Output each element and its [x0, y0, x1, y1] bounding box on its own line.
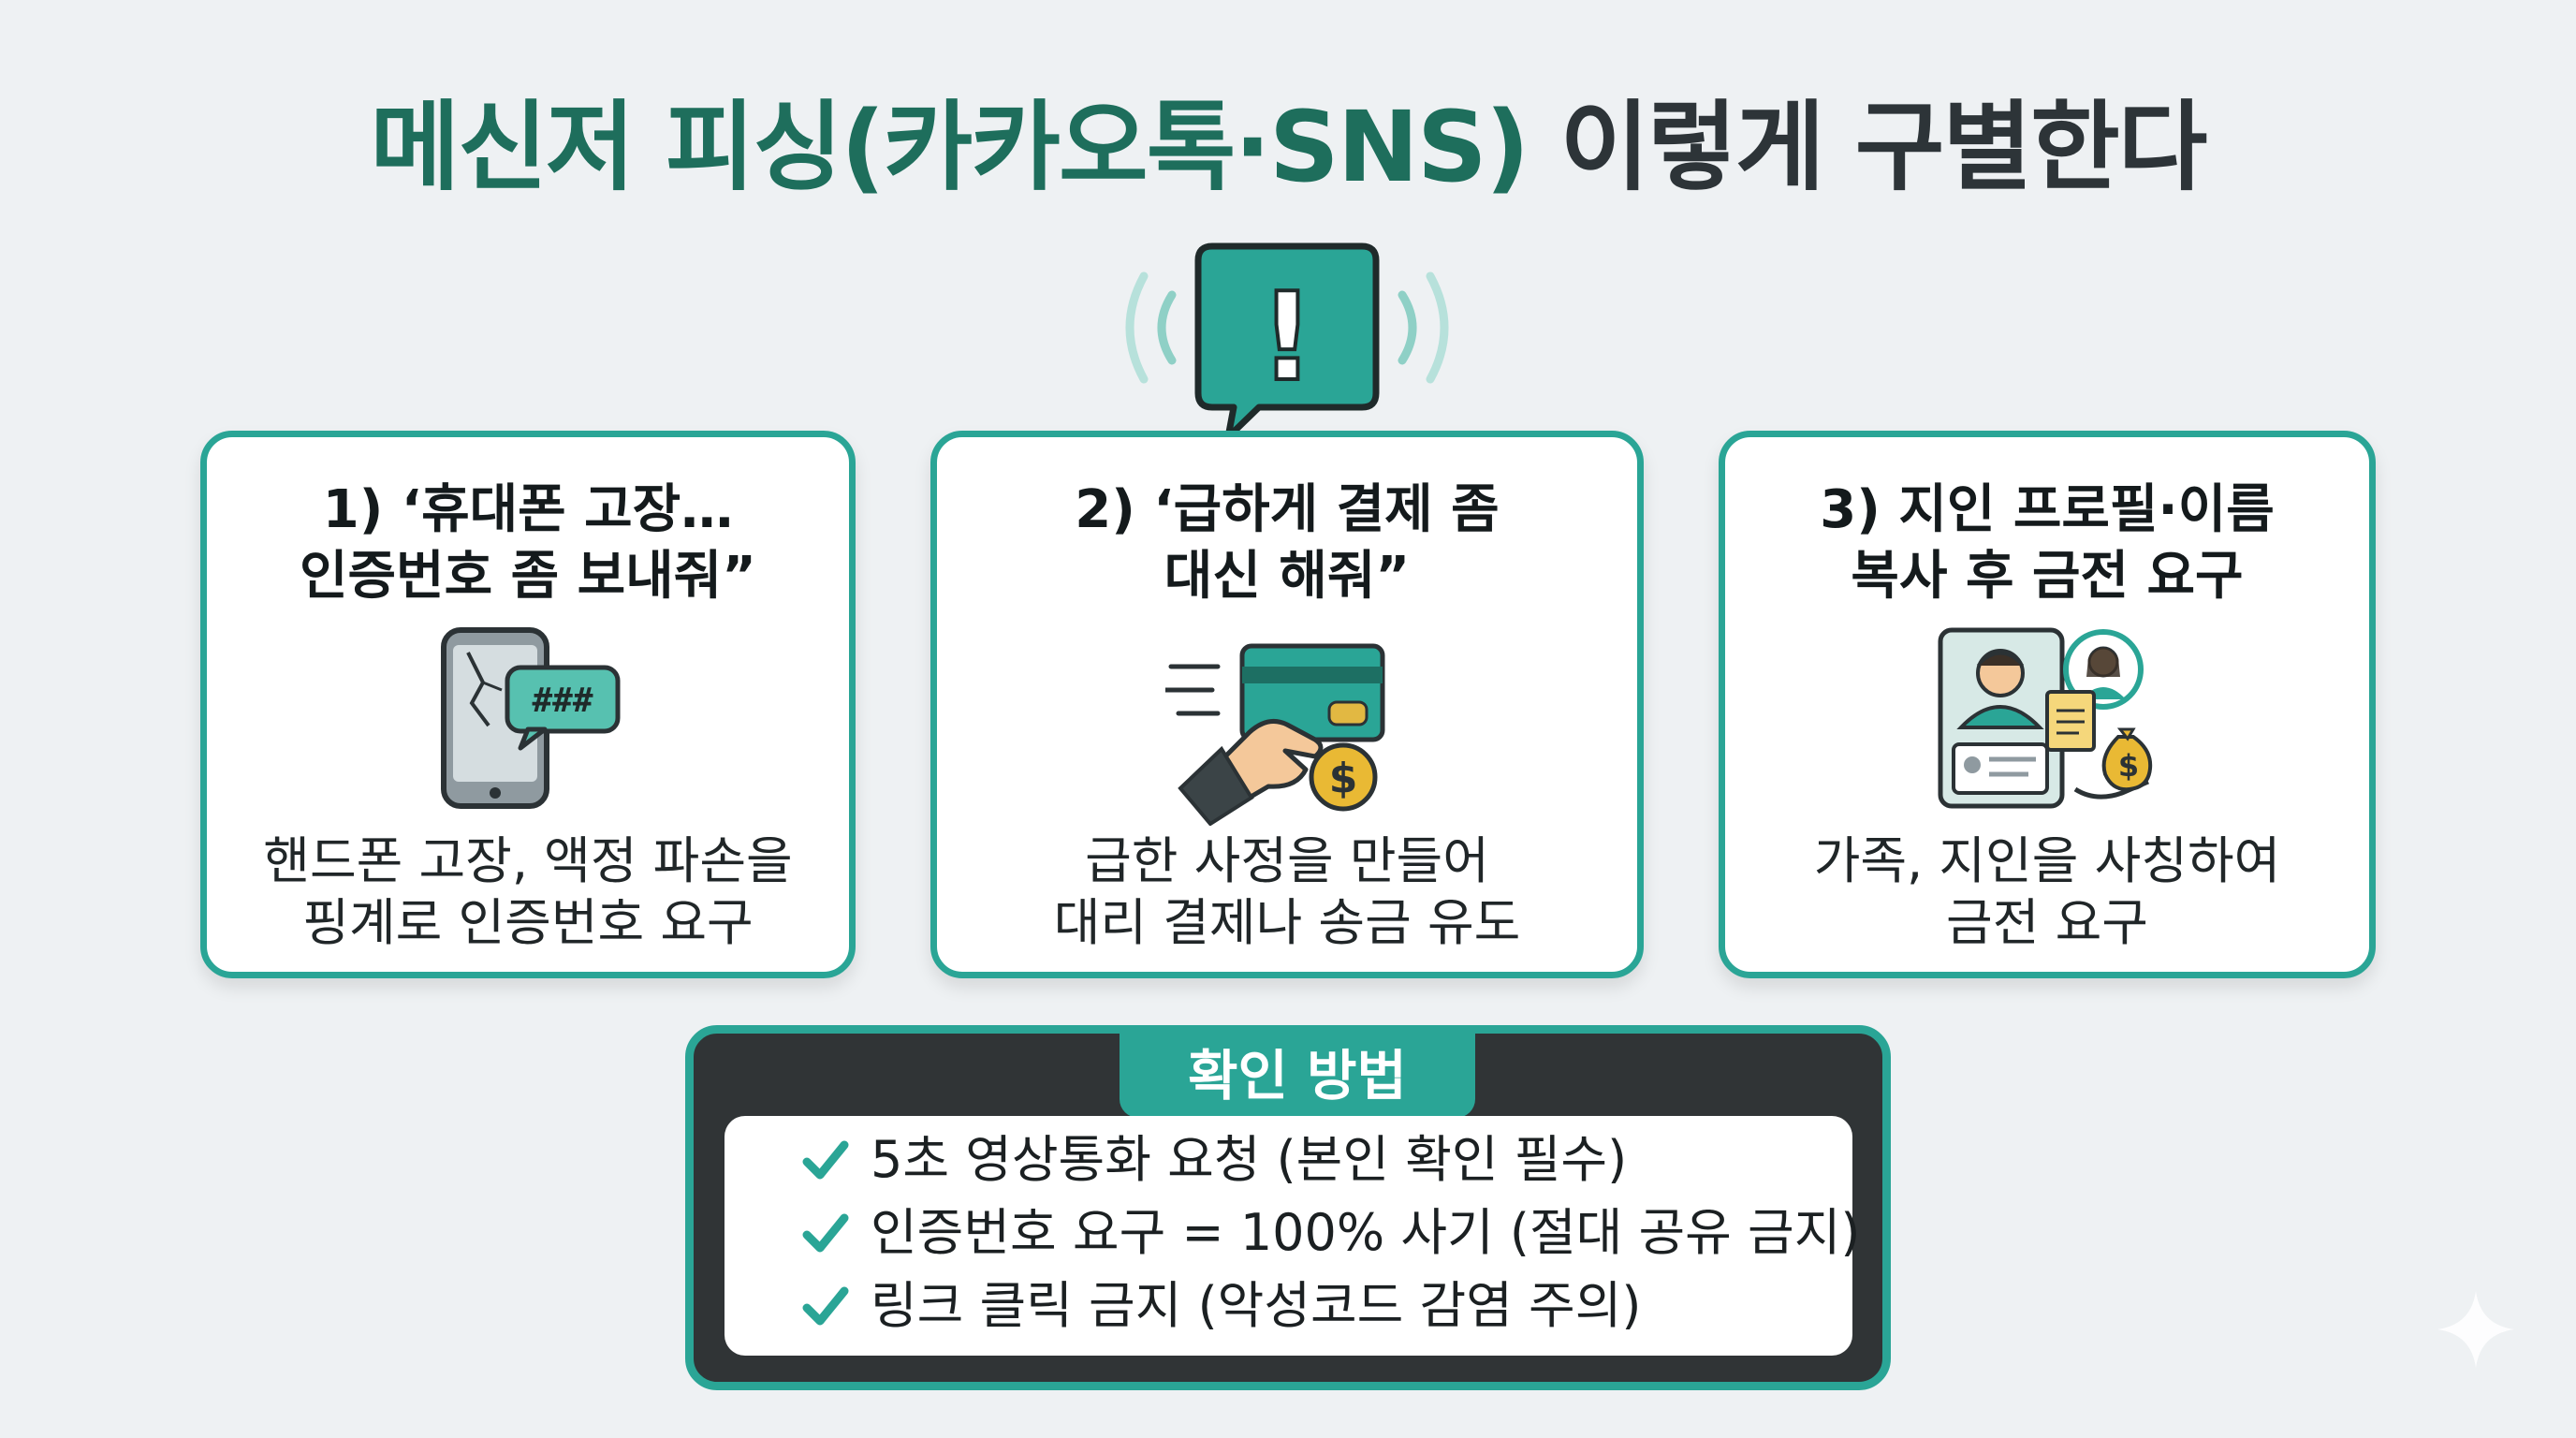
profile-copy-money-icon: $ [1938, 627, 2153, 809]
page-title: 메신저 피싱(카카오톡·SNS) 이렇게 구별한다 [0, 89, 2576, 206]
card-impersonation: 3) 지인 프로필·이름 복사 후 금전 요구 $ 가족, 지인을 사칭하여 금… [1719, 431, 2376, 978]
card-heading: 1) ‘휴대폰 고장… 인증번호 좀 보내줘” [300, 479, 756, 608]
alert-speech-bubble-icon: ! [1125, 242, 1449, 441]
card-heading: 3) 지인 프로필·이름 복사 후 금전 요구 [1820, 479, 2275, 608]
verification-list: 5초 영상통화 요청 (본인 확인 필수) 인증번호 요구 = 100% 사기 … [799, 1123, 1860, 1343]
bubble-hash-text: ### [532, 682, 593, 720]
card-phone-broken: 1) ‘휴대폰 고장… 인증번호 좀 보내줘” ### 핸드폰 고장, 액정 파… [200, 431, 856, 978]
hand-credit-card-icon: $ [1165, 643, 1385, 826]
broken-phone-icon: ### [441, 627, 621, 809]
card-urgent-payment: 2) ‘급하게 결제 좀 대신 해줘” $ 급한 사정을 만들어 대리 결제나 … [930, 431, 1644, 978]
title-accent: 메신저 피싱(카카오톡·SNS) [370, 90, 1530, 204]
verification-panel: 확인 방법 5초 영상통화 요청 (본인 확인 필수) 인증번호 요구 = 10… [685, 1025, 1891, 1390]
list-item-text: 링크 클릭 금지 (악성코드 감염 주의) [871, 1276, 1642, 1335]
verification-list-box: 5초 영상통화 요청 (본인 확인 필수) 인증번호 요구 = 100% 사기 … [724, 1116, 1860, 1356]
card-description: 핸드폰 고장, 액정 파손을 핑계로 인증번호 요구 [263, 831, 793, 952]
moneybag-dollar-symbol: $ [2118, 748, 2139, 784]
list-item: 5초 영상통화 요청 (본인 확인 필수) [799, 1123, 1860, 1196]
title-rest: 이렇게 구별한다 [1528, 90, 2207, 204]
card-description: 급한 사정을 만들어 대리 결제나 송금 유도 [1053, 831, 1521, 952]
verification-title: 확인 방법 [1120, 1034, 1475, 1118]
list-item: 링크 클릭 금지 (악성코드 감염 주의) [799, 1269, 1860, 1343]
list-item-text: 5초 영상통화 요청 (본인 확인 필수) [871, 1130, 1628, 1189]
card-description: 가족, 지인을 사칭하여 금전 요구 [1813, 831, 2281, 952]
checkmark-icon [802, 1286, 849, 1326]
checkmark-icon [802, 1213, 849, 1253]
sparkle-icon [2437, 1291, 2514, 1368]
list-item: 인증번호 요구 = 100% 사기 (절대 공유 금지) [799, 1196, 1860, 1269]
alert-symbol: ! [1259, 266, 1314, 408]
card-heading: 2) ‘급하게 결제 좀 대신 해줘” [1075, 479, 1500, 608]
coin-dollar-symbol: $ [1329, 755, 1358, 802]
list-item-text: 인증번호 요구 = 100% 사기 (절대 공유 금지) [871, 1203, 1861, 1262]
checkmark-icon [802, 1140, 849, 1180]
